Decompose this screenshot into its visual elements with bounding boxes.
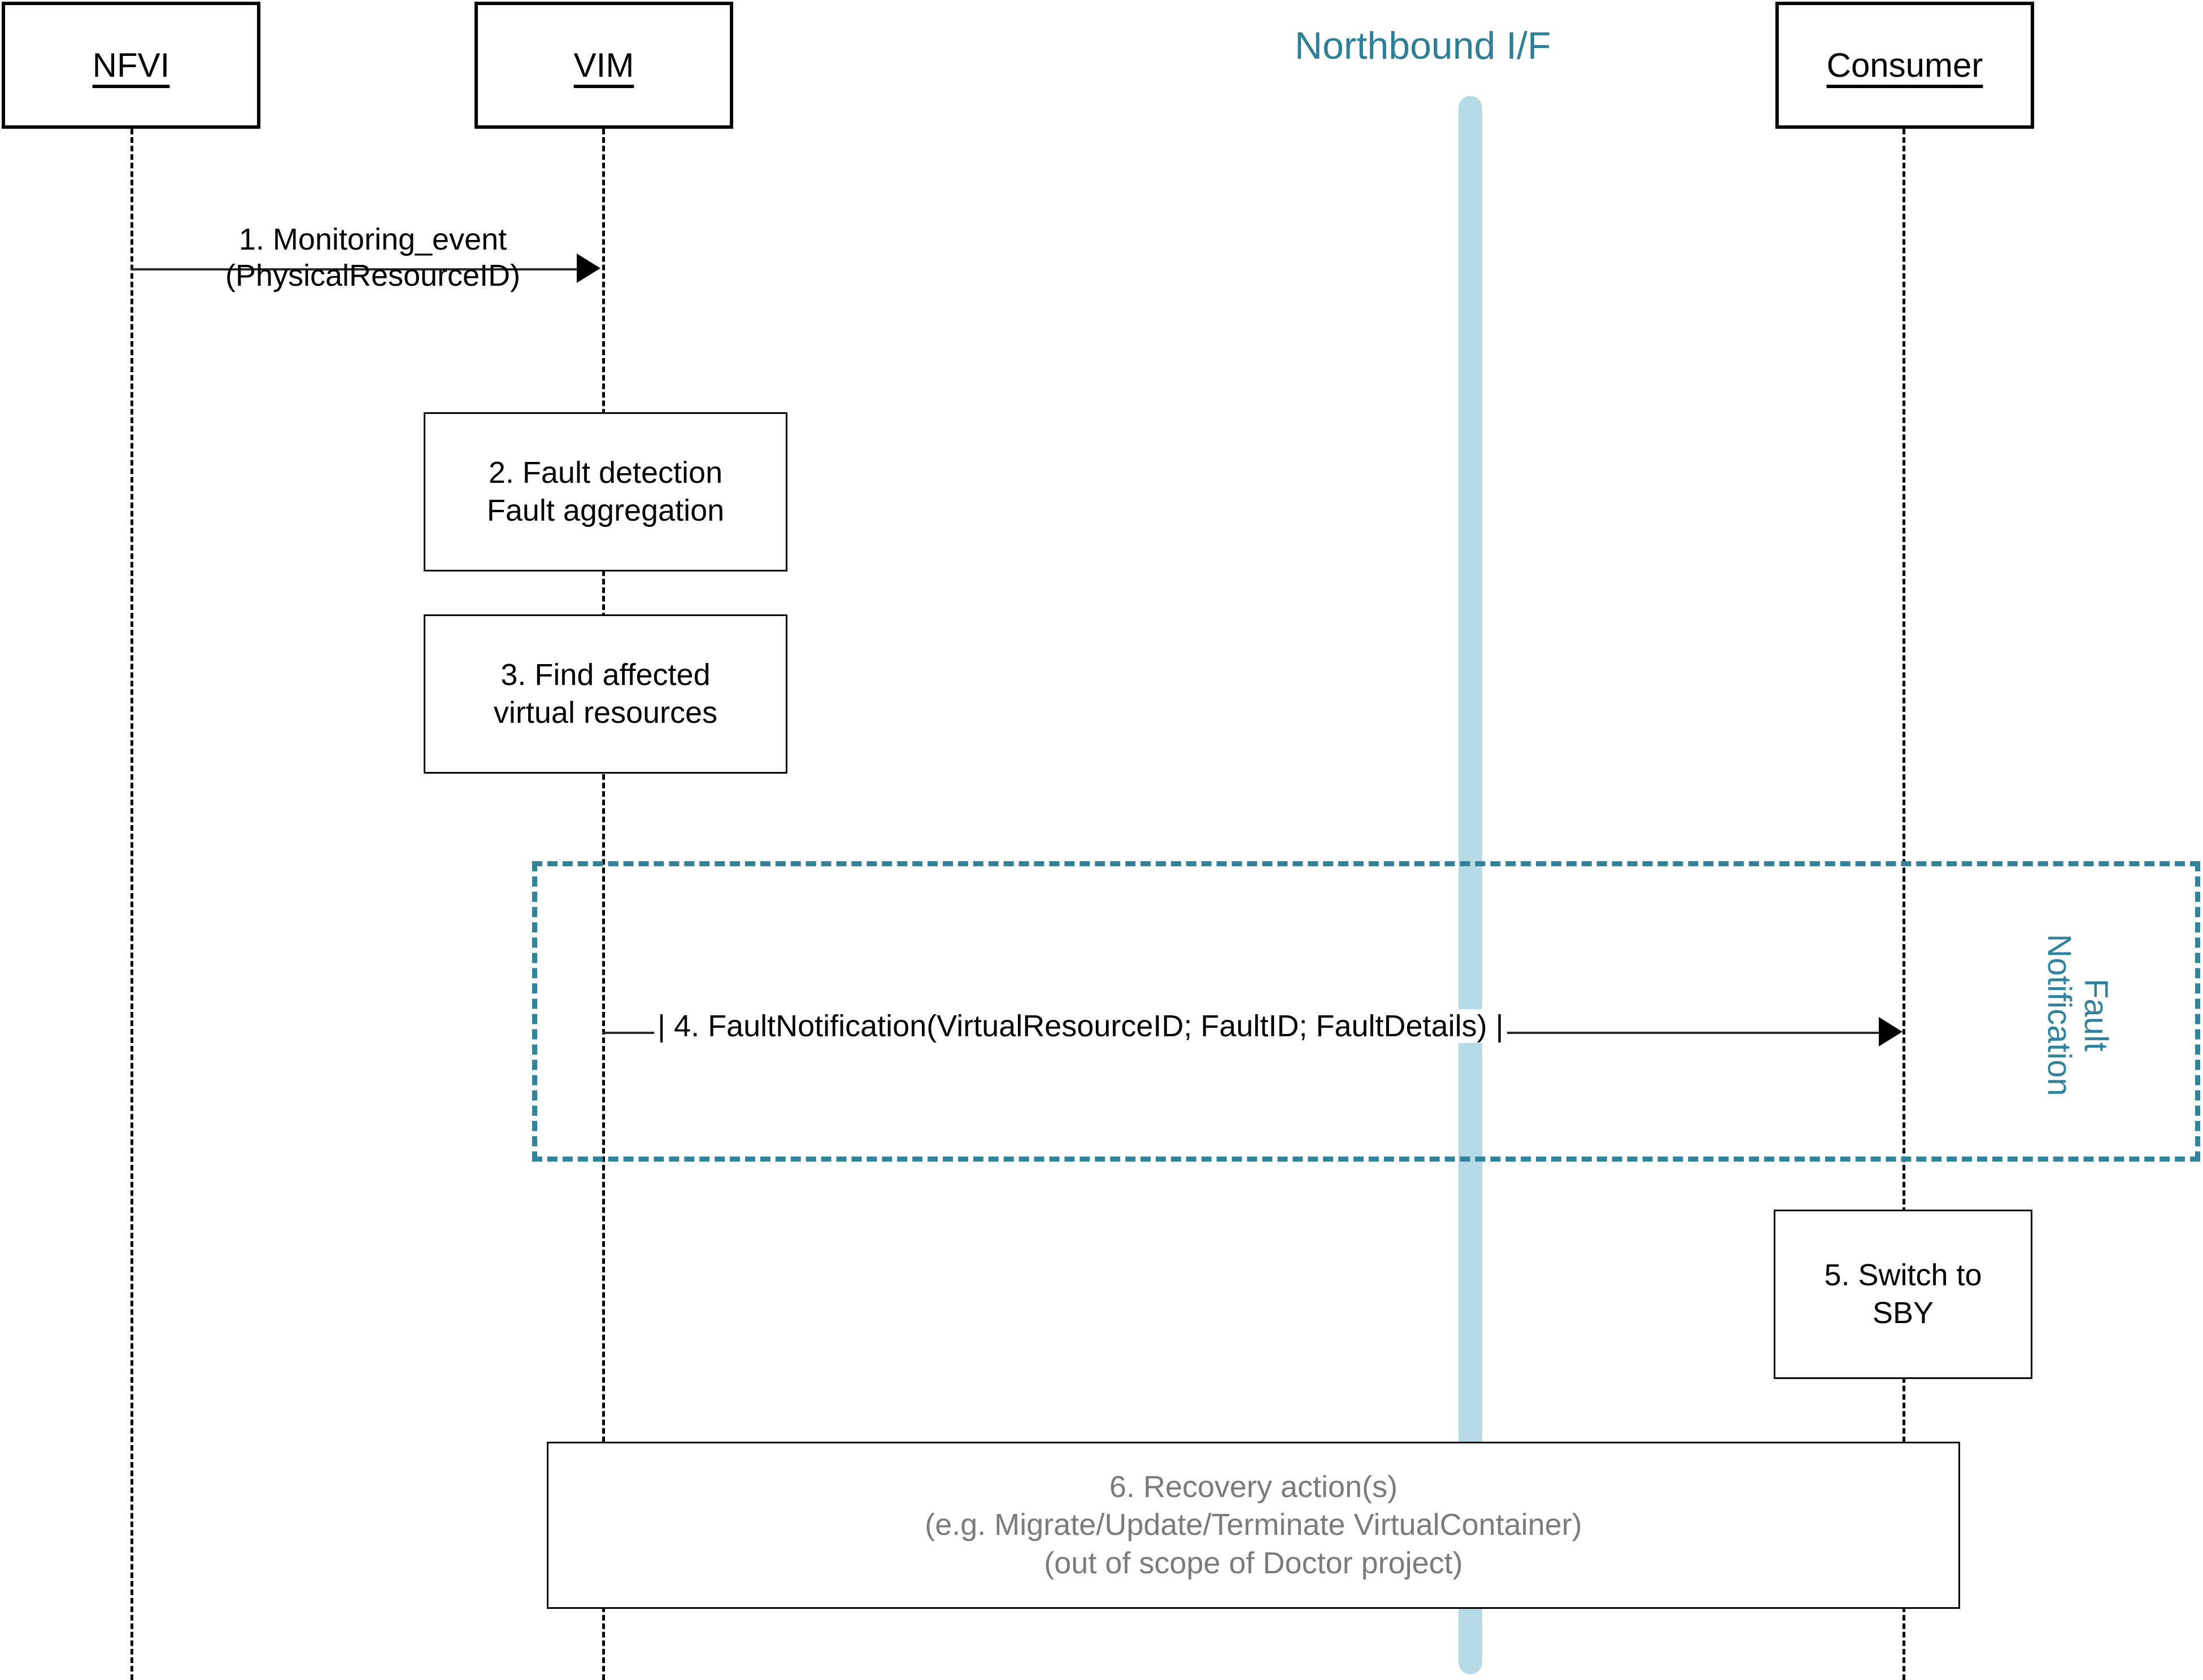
message-1-arrowhead — [577, 254, 600, 283]
activity-3-line2: virtual resources — [493, 696, 718, 730]
actor-label-consumer: Consumer — [1826, 46, 1983, 84]
fault-notification-fragment[interactable] — [532, 861, 2200, 1162]
actor-box-nfvi[interactable]: NFVI — [2, 2, 260, 129]
activity-box-fault-detection[interactable]: 2. Fault detection Fault aggregation — [424, 412, 787, 571]
activity-5-line2: SBY — [1872, 1296, 1934, 1330]
fault-notification-fragment-label: Fault Notification — [2040, 899, 2114, 1131]
lifeline-vim — [602, 129, 605, 1680]
activity-3-line1: 3. Find affected — [500, 657, 711, 692]
actor-box-consumer[interactable]: Consumer — [1775, 2, 2034, 129]
note-6-line2: (e.g. Migrate/Update/Terminate VirtualCo… — [925, 1508, 1582, 1542]
northbound-interface-bar — [1458, 96, 1482, 1674]
fragment-label-line1: Fault — [2077, 978, 2114, 1051]
lifeline-nfvi — [130, 129, 133, 1680]
message-1-label-line2: (PhysicalResourceID) — [225, 258, 521, 293]
note-box-recovery-actions[interactable]: 6. Recovery action(s) (e.g. Migrate/Upda… — [547, 1442, 1960, 1609]
actor-label-vim: VIM — [573, 46, 634, 84]
message-1-label-line1: 1. Monitoring_event — [238, 222, 507, 256]
lifeline-consumer — [1902, 129, 1905, 1680]
northbound-interface-title: Northbound I/F — [1295, 24, 1551, 67]
message-4-label-text: | 4. FaultNotification(VirtualResourceID… — [654, 1009, 1507, 1043]
activity-2-line1: 2. Fault detection — [488, 455, 723, 490]
activity-2-line2: Fault aggregation — [486, 494, 725, 527]
activity-box-switch-to-sby[interactable]: 5. Switch to SBY — [1774, 1210, 2032, 1379]
note-6-line1: 6. Recovery action(s) — [1109, 1469, 1398, 1504]
message-4-label: | 4. FaultNotification(VirtualResourceID… — [654, 1008, 1507, 1045]
message-1-label: 1. Monitoring_event (PhysicalResourceID) — [203, 222, 542, 294]
fragment-label-line2: Notification — [2040, 933, 2078, 1096]
note-6-line3: (out of scope of Doctor project) — [1044, 1546, 1463, 1580]
message-4-arrowhead — [1879, 1017, 1902, 1046]
activity-5-line1: 5. Switch to — [1824, 1258, 1982, 1292]
activity-box-find-affected-resources[interactable]: 3. Find affected virtual resources — [424, 614, 787, 774]
actor-label-nfvi: NFVI — [92, 46, 170, 84]
message-1-line — [130, 268, 577, 270]
actor-box-vim[interactable]: VIM — [474, 2, 733, 129]
